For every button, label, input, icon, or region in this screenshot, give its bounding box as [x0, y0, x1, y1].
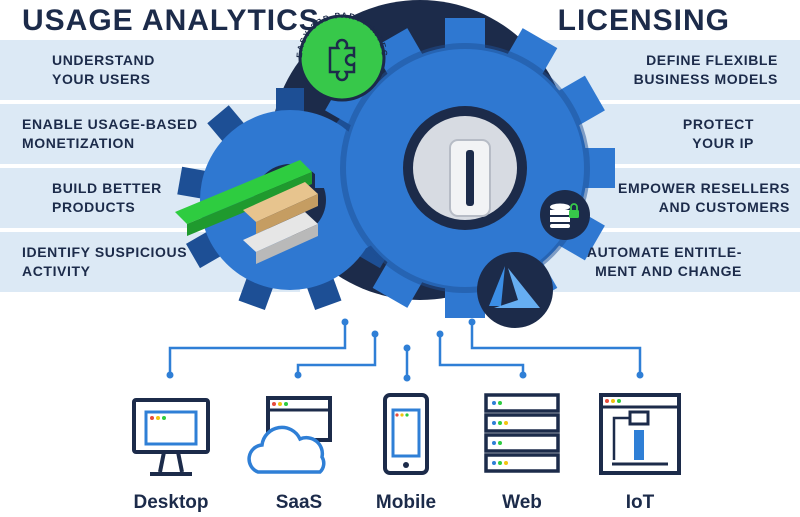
azure-icon	[477, 252, 553, 328]
data-bars	[175, 160, 318, 264]
device-label-desktop: Desktop	[133, 492, 209, 513]
puzzle-icon	[328, 38, 356, 82]
licensing-item-business-models: DEFINE FLEXIBLE BUSINESS MODELS	[633, 52, 778, 87]
usage-band-1	[0, 40, 300, 100]
desktop-icon	[132, 398, 210, 476]
licensing-item-protect-ip: PROTECT YOUR IP	[682, 116, 754, 151]
usage-analytics-heading: USAGE ANALYTICS	[22, 4, 320, 37]
device-label-iot: IoT	[625, 492, 655, 513]
mobile-icon	[383, 393, 429, 475]
usage-item-suspicious-activity: IDENTIFY SUSPICIOUS ACTIVITY	[22, 244, 188, 279]
database-lock-icon	[540, 190, 590, 240]
licensing-heading: LICENSING	[557, 4, 730, 37]
saas-cloud-icon	[247, 396, 332, 474]
licensing-item-resellers: EMPOWER RESELLERS AND CUSTOMERS	[618, 180, 790, 215]
usage-item-usage-monetization: ENABLE USAGE-BASED MONETIZATION	[22, 116, 198, 151]
device-label-web: Web	[502, 492, 542, 513]
device-label-mobile: Mobile	[375, 492, 437, 513]
usage-item-better-products: BUILD BETTER PRODUCTS	[52, 180, 162, 215]
usage-item-understand-users: UNDERSTAND YOUR USERS	[52, 52, 155, 87]
web-server-icon	[484, 393, 560, 473]
keyhole-icon	[449, 139, 491, 217]
iot-printer-icon	[599, 393, 681, 475]
connector-dots	[166, 318, 644, 382]
desktop-window-dots	[150, 416, 166, 420]
connector-lines	[168, 322, 642, 378]
licensing-item-entitlement: AUTOMATE ENTITLE- MENT AND CHANGE	[586, 244, 742, 279]
device-label-saas: SaaS	[275, 492, 323, 513]
